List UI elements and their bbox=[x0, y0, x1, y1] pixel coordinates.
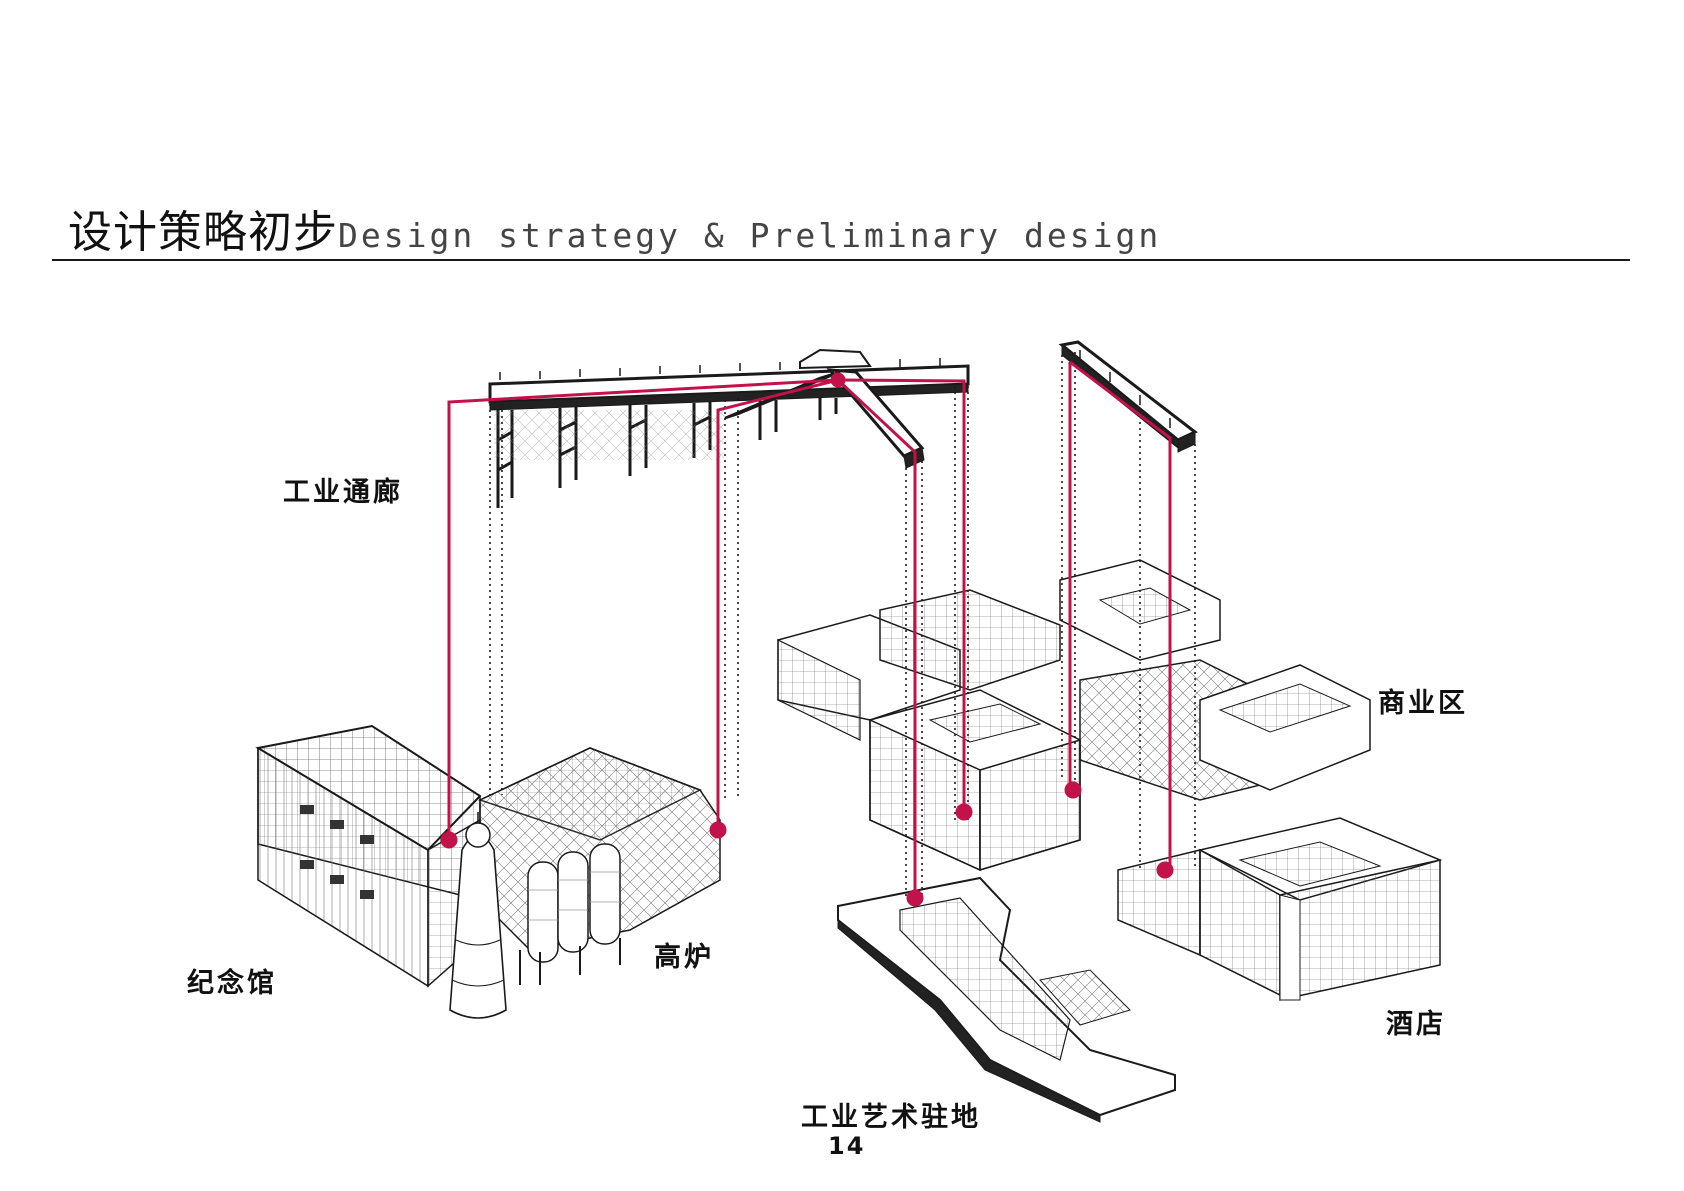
page-header: 设计策略初步Design strategy & Preliminary desi… bbox=[68, 196, 1161, 260]
label-industrial-corridor: 工业通廊 bbox=[283, 477, 403, 508]
commercial-corridor bbox=[1058, 340, 1198, 453]
page-number: 14 bbox=[828, 1132, 866, 1160]
industrial-art-base bbox=[837, 876, 1176, 1123]
label-industrial-art-base: 工业艺术驻地 bbox=[801, 1102, 981, 1133]
route-nodes bbox=[440, 372, 1174, 907]
projection-lines bbox=[489, 352, 1196, 900]
circulation-route bbox=[447, 360, 1172, 898]
label-hotel: 酒店 bbox=[1386, 1009, 1446, 1040]
label-memorial-hall: 纪念馆 bbox=[187, 968, 277, 999]
header-rule bbox=[52, 259, 1630, 261]
label-blast-furnace: 高炉 bbox=[654, 942, 714, 973]
commercial-zone bbox=[777, 559, 1371, 872]
title-english: Design strategy & Preliminary design bbox=[338, 216, 1162, 255]
blast-furnace bbox=[449, 747, 721, 1019]
label-commercial-zone: 商业区 bbox=[1378, 688, 1468, 719]
industrial-corridor bbox=[488, 348, 970, 508]
hotel bbox=[1117, 817, 1443, 1001]
title-chinese: 设计策略初步 bbox=[68, 207, 338, 258]
memorial-hall bbox=[255, 724, 482, 988]
